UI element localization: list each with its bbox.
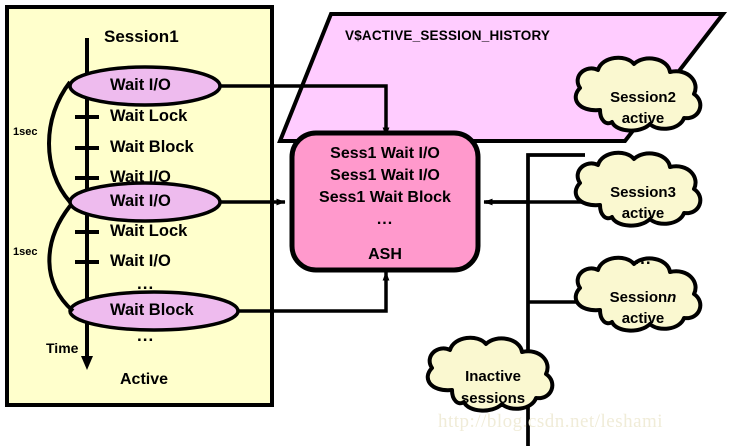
ash-row-3: ...	[376, 211, 394, 228]
watermark-text: http://blog.csdn.net/leshami	[438, 411, 664, 432]
cloud-label-sessionn-base: Session	[609, 289, 668, 306]
cloud-shape-inactive-sessions	[425, 335, 555, 413]
ash-row-2: Sess1 Wait Block	[319, 189, 451, 206]
cloud-label-session2-line1: Session2	[610, 89, 676, 106]
cloud-shape-session2	[573, 55, 703, 133]
interval-label-2: 1sec	[13, 246, 38, 258]
clouds-ellipsis: ...	[634, 249, 652, 268]
cloud-shape-sessionn	[573, 255, 703, 333]
interval-brace-2	[47, 204, 75, 313]
event-label-2: Wait Block	[110, 138, 194, 156]
events-ellipsis-lower: ...	[137, 326, 155, 345]
ash-box-shape	[289, 130, 481, 273]
cloud-label-session2-line2: active	[621, 110, 665, 127]
ash-row-0: Sess1 Wait I/O	[330, 145, 440, 162]
connector-sample3-to-ash	[238, 271, 390, 313]
connector-sample1-to-ash	[220, 84, 390, 137]
event-label-0: Wait I/O	[110, 76, 171, 94]
cloud-label-sessionn-line2: active	[621, 310, 665, 327]
session-panel-footer-label: Active	[120, 371, 169, 388]
time-axis-arrowhead	[81, 356, 93, 370]
ash-box-name: ASH	[368, 246, 402, 263]
event-label-5: Wait Lock	[110, 222, 188, 240]
event-label-1: Wait Lock	[110, 107, 188, 125]
event-label-7: Wait Block	[110, 301, 194, 319]
time-axis-label: Time	[46, 340, 79, 356]
event-label-3: Wait I/O	[110, 168, 171, 186]
ash-row-1: Sess1 Wait I/O	[330, 167, 440, 184]
ash-view-banner-label: V$ACTIVE_SESSION_HISTORY	[345, 28, 551, 43]
cloud-shape-session3	[573, 150, 703, 228]
events-ellipsis-upper: ...	[137, 274, 155, 293]
interval-brace-1	[47, 80, 72, 204]
cloud-label-inactive-line1: Inactive	[465, 368, 521, 385]
cloud-label-session3-line2: active	[621, 205, 665, 222]
cloud-bus-rail	[526, 153, 585, 446]
session-panel-title: Session1	[104, 27, 179, 46]
event-label-6: Wait I/O	[110, 252, 171, 270]
cloud-label-sessionn-index: n	[667, 289, 677, 306]
cloud-label-sessionn-line1: Sessionn	[588, 289, 698, 306]
cloud-label-inactive-line2: sessions	[460, 390, 526, 407]
cloud-label-session3-line1: Session3	[610, 184, 676, 201]
interval-label-1: 1sec	[13, 126, 38, 138]
event-label-4: Wait I/O	[110, 192, 171, 210]
